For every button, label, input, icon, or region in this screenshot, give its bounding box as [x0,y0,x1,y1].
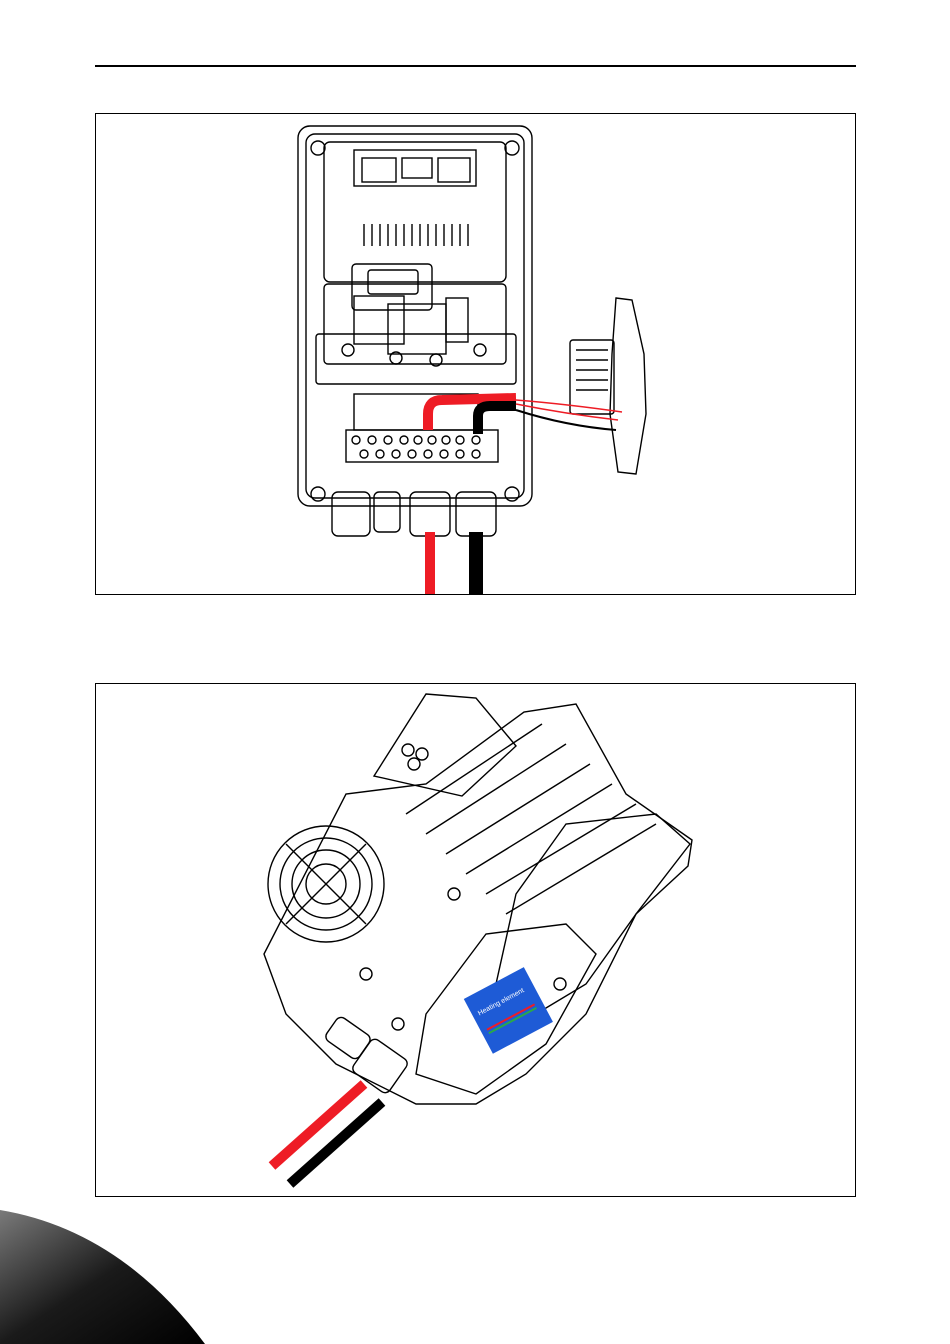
figure-2-frame: Heating element [95,683,856,1197]
heating-element-label: Heating element [464,967,553,1054]
header-rule [95,65,856,67]
external-red-cable [425,532,435,594]
heating-module [570,340,614,414]
power-terminal-screws [352,436,480,458]
figure-1-frame [95,113,856,595]
drive-side-view-icon: Heating element [96,684,855,1196]
vent-slots [364,224,468,246]
keypad-panel [374,694,516,796]
heatsink-fins [406,724,656,914]
enclosure-outline [298,126,532,506]
drive-open-enclosure-icon [96,114,855,594]
removed-cover-outline [610,298,646,474]
page-corner-swoosh-icon [0,1210,220,1344]
external-black-cable [469,532,483,594]
